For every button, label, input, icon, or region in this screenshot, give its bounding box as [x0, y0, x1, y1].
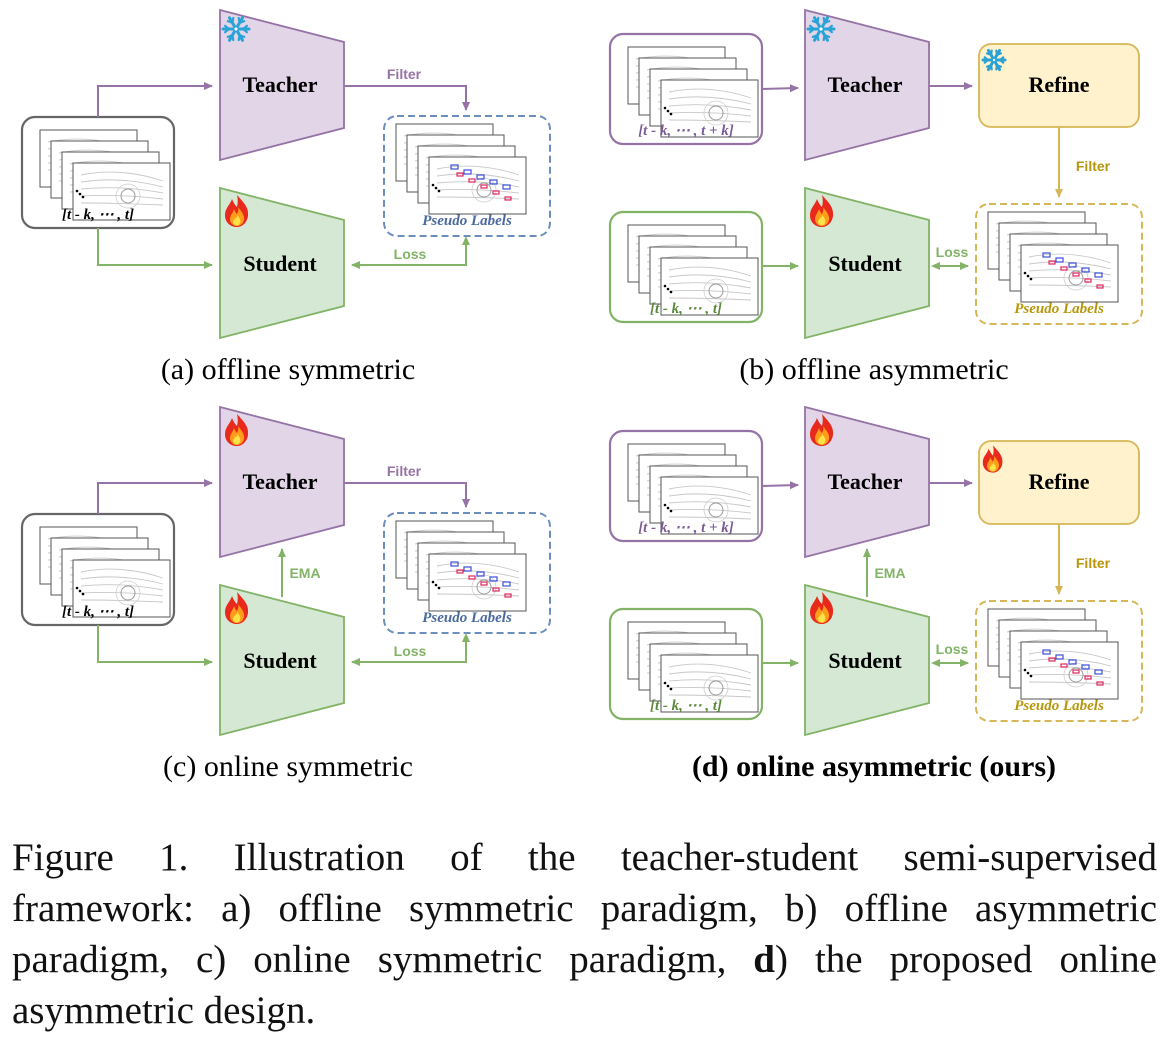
fire-icon — [810, 414, 834, 446]
loss-label: Loss — [394, 246, 427, 262]
teacher-block — [804, 8, 930, 162]
input-range-label: [t - k, ⋯ , t] — [62, 207, 134, 223]
lidar-frames — [395, 123, 527, 215]
filter-label: Filter — [387, 463, 422, 479]
input-range-label: [t - k, ⋯ , t] — [62, 604, 134, 620]
pseudo-labels-text: Pseudo Labels — [1014, 698, 1104, 714]
fire-icon — [810, 592, 834, 624]
input-range-label: [t - k, ⋯ , t] — [650, 301, 722, 317]
panel-d: [t - k, ⋯ , t + k] [t - k, ⋯ , t] TeacherS… — [608, 405, 1143, 783]
loss-label: Loss — [394, 643, 427, 659]
lidar-frames — [987, 211, 1119, 303]
caption-line: paradigm, c) online symmetric paradigm, … — [12, 938, 1157, 981]
loss-label: Loss — [936, 244, 969, 260]
filter-arrow — [344, 482, 470, 508]
filter-label: Filter — [1076, 158, 1111, 174]
pseudo-labels-text: Pseudo Labels — [422, 610, 512, 626]
input-to-teacher-arrow — [761, 481, 799, 490]
refine-label: Refine — [1028, 72, 1089, 97]
fire-icon — [225, 195, 249, 227]
ema-label: EMA — [874, 565, 905, 581]
snowflake-icon — [221, 16, 251, 42]
panel-b: [t - k, ⋯ , t + k] [t - k, ⋯ , t] TeacherS… — [608, 8, 1143, 386]
loss-label: Loss — [936, 641, 969, 657]
input-to-student-arrow — [97, 625, 213, 666]
teacher-label: Teacher — [828, 469, 903, 494]
input-range-label: [t - k, ⋯ , t + k] — [638, 123, 734, 139]
filter-label: Filter — [387, 66, 422, 82]
lidar-frames — [627, 443, 759, 535]
input-to-student-arrow — [97, 228, 213, 269]
input-to-teacher-arrow — [761, 84, 799, 93]
lidar-frames — [627, 224, 759, 316]
student-block — [804, 186, 930, 340]
student-label: Student — [828, 251, 902, 276]
pseudo-labels-text: Pseudo Labels — [1014, 301, 1104, 317]
filter-label: Filter — [1076, 555, 1111, 571]
lidar-frames — [627, 46, 759, 138]
teacher-block — [219, 405, 345, 559]
teacher-label: Teacher — [828, 72, 903, 97]
student-label: Student — [243, 251, 317, 276]
filter-arrow — [344, 85, 470, 111]
ema-label: EMA — [289, 565, 320, 581]
student-block — [219, 186, 345, 340]
student-block — [219, 583, 345, 737]
caption-line: asymmetric design. — [12, 989, 316, 1032]
subcaption: (c) online symmetric — [163, 750, 413, 783]
fire-icon — [982, 445, 1003, 473]
teacher-label: Teacher — [243, 72, 318, 97]
snowflake-icon — [981, 48, 1007, 72]
lidar-frames — [627, 621, 759, 713]
fire-icon — [810, 195, 834, 227]
input-to-teacher-arrow — [97, 82, 213, 117]
teacher-label: Teacher — [243, 469, 318, 494]
loss-arrow — [351, 236, 470, 269]
subcaption: (b) offline asymmetric — [739, 353, 1008, 386]
figure-caption: Figure 1. Illustration of the teacher-st… — [12, 832, 1157, 1036]
subcaption: (d) online asymmetric (ours) — [692, 750, 1056, 783]
lidar-frames — [39, 526, 171, 618]
pseudo-labels-text: Pseudo Labels — [422, 213, 512, 229]
student-block — [804, 583, 930, 737]
teacher-block — [804, 405, 930, 559]
loss-arrow — [351, 633, 470, 666]
student-label: Student — [243, 648, 317, 673]
input-range-label: [t - k, ⋯ , t] — [650, 698, 722, 714]
lidar-frames — [987, 608, 1119, 700]
fire-icon — [225, 414, 249, 446]
input-to-teacher-arrow — [97, 479, 213, 514]
student-label: Student — [828, 648, 902, 673]
caption-line: Figure 1. Illustration of the teacher-st… — [12, 836, 1157, 879]
snowflake-icon — [806, 16, 836, 42]
refine-label: Refine — [1028, 469, 1089, 494]
teacher-block — [219, 8, 345, 162]
fire-icon — [225, 592, 249, 624]
caption-line: framework: a) offline symmetric paradigm… — [12, 887, 1157, 930]
input-range-label: [t - k, ⋯ , t + k] — [638, 520, 734, 536]
lidar-frames — [395, 520, 527, 612]
subcaption: (a) offline symmetric — [161, 353, 415, 386]
lidar-frames — [39, 129, 171, 221]
